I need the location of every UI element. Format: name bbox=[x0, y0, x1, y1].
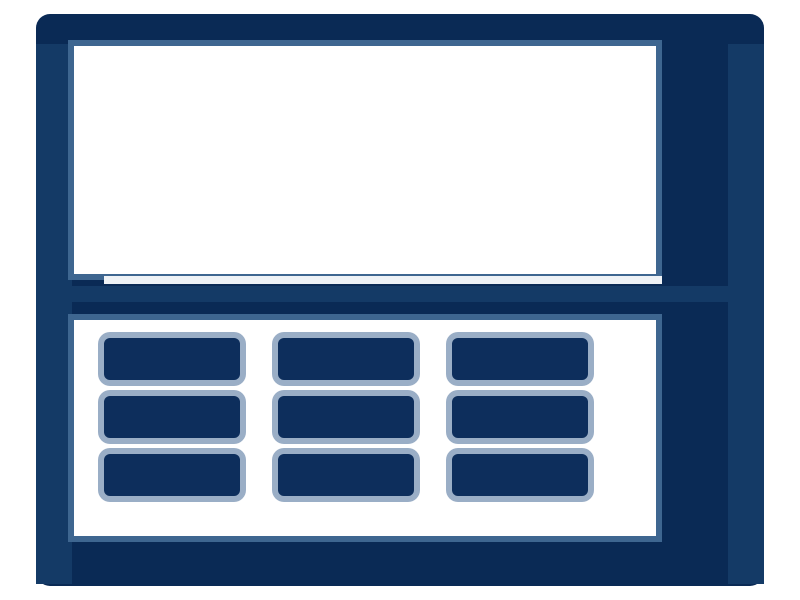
key-2 bbox=[278, 338, 414, 380]
device-left-edge bbox=[36, 44, 72, 584]
screen-bottom-highlight bbox=[104, 276, 662, 284]
display-screen bbox=[68, 40, 662, 280]
key-1 bbox=[104, 338, 240, 380]
divider-band bbox=[36, 286, 764, 302]
device-right-edge bbox=[728, 44, 764, 584]
key-9 bbox=[452, 454, 588, 496]
keypad-grid bbox=[104, 338, 660, 528]
key-8 bbox=[278, 454, 414, 496]
key-7 bbox=[104, 454, 240, 496]
key-6 bbox=[452, 396, 588, 438]
key-4 bbox=[104, 396, 240, 438]
key-3 bbox=[452, 338, 588, 380]
key-5 bbox=[278, 396, 414, 438]
